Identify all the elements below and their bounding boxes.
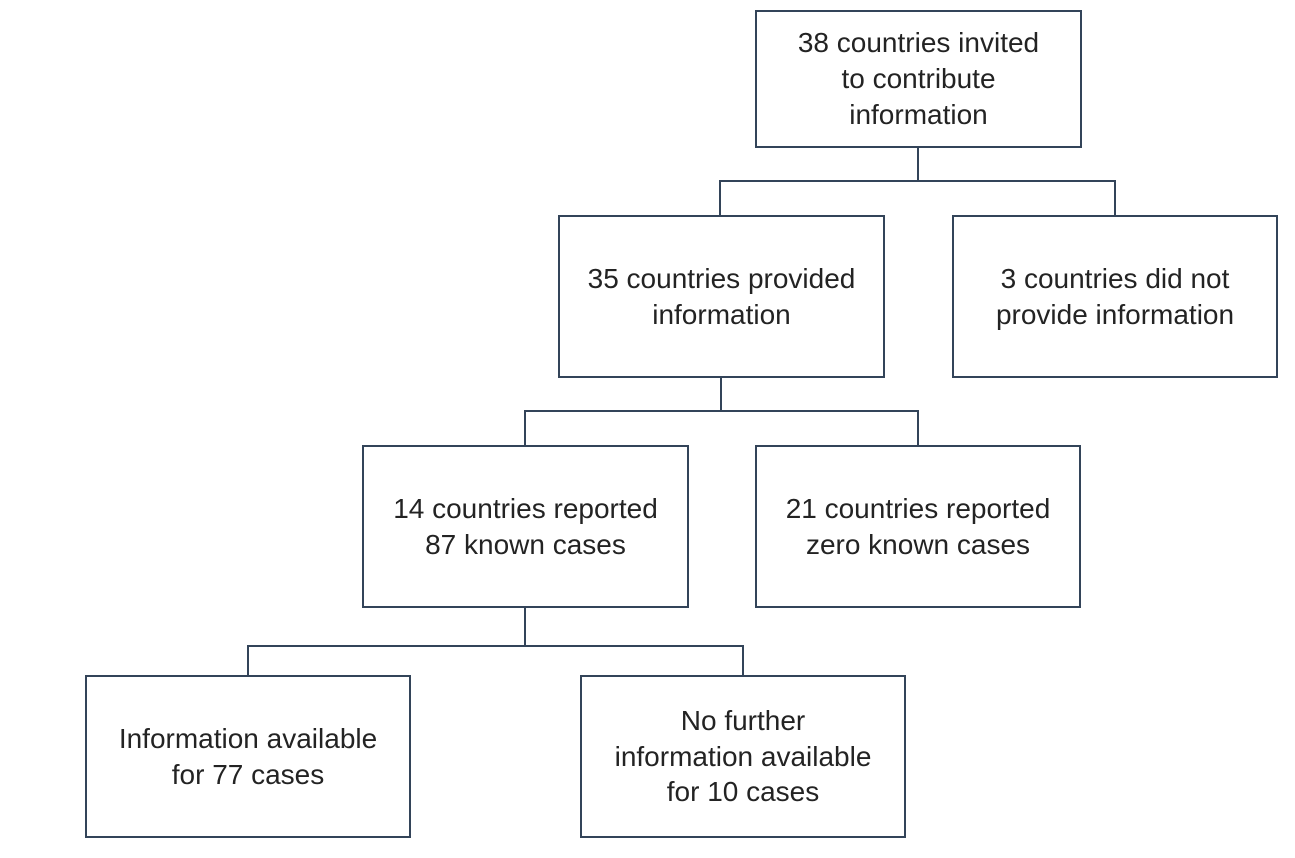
connector-reported-stem xyxy=(524,608,526,647)
connector-to-zero-cases xyxy=(917,410,919,445)
flow-box-info-available: Information available for 77 cases xyxy=(85,675,411,838)
connector-to-not-provided xyxy=(1114,180,1116,215)
flow-box-no-further-info: No further information available for 10 … xyxy=(580,675,906,838)
flow-box-countries-provided: 35 countries provided information xyxy=(558,215,885,378)
connector-level4-branch xyxy=(247,645,744,647)
connector-level3-branch xyxy=(524,410,919,412)
connector-provided-stem xyxy=(720,378,722,412)
flow-box-countries-not-provided: 3 countries did not provide information xyxy=(952,215,1278,378)
connector-to-reported-cases xyxy=(524,410,526,445)
flow-box-countries-invited: 38 countries invited to contribute infor… xyxy=(755,10,1082,148)
connector-to-no-further-info xyxy=(742,645,744,675)
connector-invited-stem xyxy=(917,148,919,182)
flow-box-reported-known-cases: 14 countries reported 87 known cases xyxy=(362,445,689,608)
connector-level2-branch xyxy=(719,180,1116,182)
connector-to-provided xyxy=(719,180,721,215)
flow-box-zero-known-cases: 21 countries reported zero known cases xyxy=(755,445,1081,608)
connector-to-info-available xyxy=(247,645,249,675)
